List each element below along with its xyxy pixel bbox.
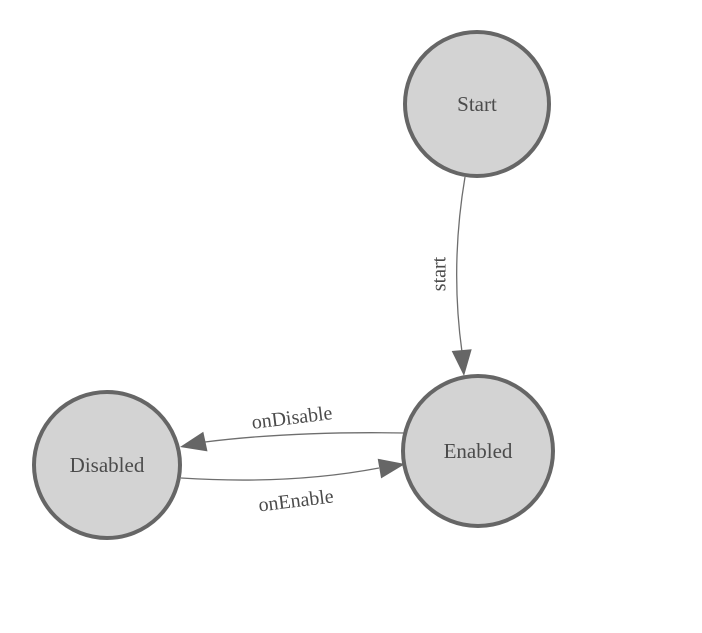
node-disabled[interactable]: Disabled xyxy=(32,390,182,540)
edge-ondisable: onDisable xyxy=(180,402,406,452)
node-enabled[interactable]: Enabled xyxy=(401,374,555,528)
node-start-circle[interactable] xyxy=(403,30,551,178)
edge-label-start: start xyxy=(429,256,451,291)
edge-ondisable-line xyxy=(204,432,406,443)
arrowhead-disabled-to-enabled-icon xyxy=(377,458,405,479)
node-enabled-circle[interactable] xyxy=(401,374,555,528)
edge-onenable: onEnable xyxy=(180,458,405,517)
edge-start-line xyxy=(456,176,466,353)
edge-label-ondisable: onDisable xyxy=(250,402,333,434)
edge-label-onenable: onEnable xyxy=(257,485,335,516)
node-enabled-label: Enabled xyxy=(444,439,513,463)
node-start-label: Start xyxy=(457,92,497,116)
node-start[interactable]: Start xyxy=(403,30,551,178)
node-disabled-label: Disabled xyxy=(70,453,145,477)
edge-start: start xyxy=(429,176,472,376)
edge-onenable-line xyxy=(180,467,380,481)
arrowhead-start-to-enabled-icon xyxy=(451,349,472,376)
node-disabled-circle[interactable] xyxy=(32,390,182,540)
arrowhead-enabled-to-disabled-icon xyxy=(180,431,208,452)
